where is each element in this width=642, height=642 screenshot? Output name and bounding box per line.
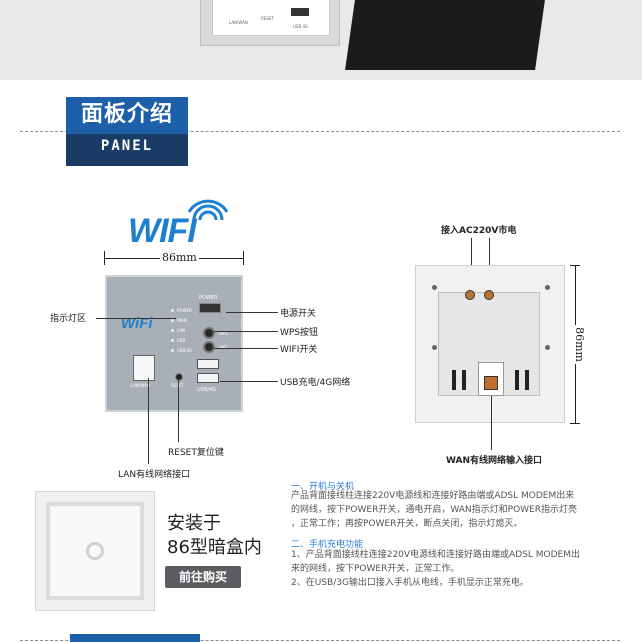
power-line-2: 的网线，按下POWER开关，通电开启，WAN指示灯和POWER指示灯亮 xyxy=(291,505,577,515)
wifi-button[interactable] xyxy=(203,341,215,353)
callout-wifi-switch: WIFI开关 xyxy=(280,345,318,355)
charge-section-body: 1、产品背面接线柱连接220V电源线和连接好路由端或ADSL MODEM出 来的… xyxy=(291,548,636,590)
header-title-en: PANEL xyxy=(100,138,154,154)
callout-power-line xyxy=(226,312,278,313)
usb-port-label: USB/4G xyxy=(197,387,217,393)
callout-usb-line xyxy=(220,381,278,382)
panel-wifi-logo: WiFi xyxy=(121,315,153,332)
header-divider xyxy=(20,131,620,132)
ac-terminal-1 xyxy=(465,290,475,300)
wan-port[interactable] xyxy=(484,376,498,390)
screw-hole-mr xyxy=(545,345,550,350)
led-label-usb: USB xyxy=(177,338,186,343)
led-wan xyxy=(171,319,174,322)
top-reset-label: RESET xyxy=(261,16,274,21)
ac-line-2 xyxy=(489,238,490,286)
vent-slot-1 xyxy=(452,370,456,390)
screw-hole-tl xyxy=(432,285,437,290)
power-section-title: 一、开机与关机 xyxy=(291,482,355,492)
callout-reset-line xyxy=(178,378,179,442)
led-power xyxy=(171,309,174,312)
junction-box-knockout xyxy=(86,542,104,560)
install-text: 安装于 86型暗盒内 xyxy=(167,512,262,560)
led-label-lan: LAN xyxy=(177,328,186,333)
callout-wifi-line xyxy=(214,348,278,349)
junction-box-inner xyxy=(46,502,144,600)
vent-slot-3 xyxy=(515,370,519,390)
usb-port-1[interactable] xyxy=(197,359,219,369)
bottom-divider xyxy=(20,640,620,641)
ac-line-1 xyxy=(471,238,472,286)
header-title-cn: 面板介绍 xyxy=(80,102,173,127)
led-label-wan: WAN xyxy=(177,318,187,323)
screw-hole-tr xyxy=(545,285,550,290)
height-dimension-label: 86mm xyxy=(572,325,586,364)
callout-reset: RESET复位键 xyxy=(168,448,224,458)
wifi-logo: WIFI xyxy=(128,212,197,250)
top-panel-face: LAN/WAN RESET USB 4G xyxy=(212,0,330,36)
top-lan-label: LAN/WAN xyxy=(229,20,248,25)
dim-tick-left xyxy=(104,251,105,265)
charge-line-2: 来的网线，按下POWER开关，正常工作。 xyxy=(291,564,460,574)
wifi-tiny-label: WIFI xyxy=(219,345,228,350)
led-label-power: POWER xyxy=(177,308,192,313)
top-usb-label: USB 4G xyxy=(293,24,309,29)
top-usb-port xyxy=(291,8,309,16)
reset-tiny-label: RESET xyxy=(171,383,184,388)
vent-slot-4 xyxy=(525,370,529,390)
power-section-body: 产品背面接线柱连接220V电源线和连接好路由端或ADSL MODEM出来 的网线… xyxy=(291,489,636,531)
dim-tick-right xyxy=(243,251,244,265)
wps-button[interactable] xyxy=(203,327,215,339)
charge-section-title: 二、手机充电功能 xyxy=(291,540,364,550)
next-section-header xyxy=(70,634,200,642)
callout-power-switch: 电源开关 xyxy=(280,309,317,319)
vent-slot-2 xyxy=(462,370,466,390)
callout-wan: WAN有线网络输入接口 xyxy=(446,456,543,466)
callout-usb: USB充电/4G网络 xyxy=(280,378,351,388)
buy-button[interactable]: 前往购买 xyxy=(165,566,241,588)
callout-wps-line xyxy=(214,331,278,332)
power-switch[interactable] xyxy=(199,303,221,313)
charge-line-1: 1、产品背面接线柱连接220V电源线和连接好路由端或ADSL MODEM出 xyxy=(291,550,580,560)
lan-port-label: LAN/WAN xyxy=(131,383,150,388)
callout-indicator-line xyxy=(96,318,176,319)
callout-indicator: 指示灯区 xyxy=(50,314,87,324)
width-dimension-label: 86mm xyxy=(160,251,199,264)
top-black-box xyxy=(345,0,545,70)
charge-line-3: 2、在USB/3G输出口接入手机从电线，手机显示正常充电。 xyxy=(291,578,529,588)
install-line-2: 86型暗盒内 xyxy=(167,537,262,558)
reset-button[interactable] xyxy=(175,373,183,381)
led-lan xyxy=(171,329,174,332)
install-line-1: 安装于 xyxy=(167,513,221,534)
callout-lan: LAN有线网络接口 xyxy=(118,470,191,480)
lan-port[interactable] xyxy=(133,355,155,381)
screw-hole-ml xyxy=(432,345,437,350)
callout-ac-input: 接入AC220V市电 xyxy=(441,226,517,236)
power-line-3: ，正常工作；再按POWER开关，断点关闭，指示灯熄灭。 xyxy=(291,519,523,529)
power-line-1: 产品背面接线柱连接220V电源线和连接好路由端或ADSL MODEM出来 xyxy=(291,491,575,501)
wan-callout-line xyxy=(491,396,492,450)
callout-lan-line xyxy=(148,378,149,464)
ac-terminal-2 xyxy=(484,290,494,300)
usb-port-2[interactable] xyxy=(197,373,219,383)
power-label: POWER xyxy=(199,295,218,301)
led-usb4g xyxy=(171,349,174,352)
wifi-signal-icon xyxy=(188,199,228,221)
header-dark-block xyxy=(66,134,188,166)
led-label-usb4g: USB/4G xyxy=(177,348,193,353)
junction-box-image xyxy=(35,491,155,611)
header-blue-block xyxy=(66,97,188,135)
wps-tiny-label: WPS xyxy=(219,331,228,336)
height-tick-top xyxy=(570,265,580,266)
callout-wps: WPS按钮 xyxy=(280,328,319,338)
led-usb xyxy=(171,339,174,342)
height-tick-bottom xyxy=(570,423,580,424)
front-panel: POWER POWER WAN LAN USB USB/4G WiFi WPS … xyxy=(105,275,243,412)
